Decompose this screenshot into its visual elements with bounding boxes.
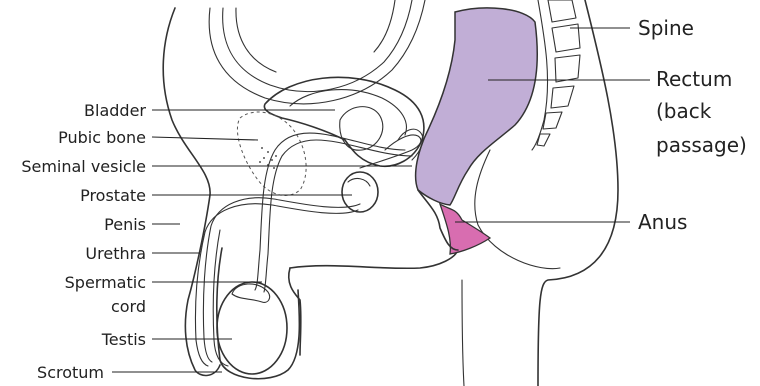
label-rectum-line2: (back (656, 99, 712, 123)
label-testis: Testis (101, 330, 146, 349)
vertebra (555, 55, 580, 82)
spermatic-cord-2 (264, 140, 412, 292)
spine (532, 0, 580, 150)
pubic-bone (237, 112, 306, 195)
abdomen-outline (163, 8, 220, 375)
urethra-inner (203, 198, 360, 362)
perineum-outline (290, 250, 458, 268)
buttock-outline (475, 150, 560, 269)
label-pubic-bone: Pubic bone (58, 128, 146, 147)
label-prostate: Prostate (80, 186, 146, 205)
label-scrotum: Scrotum (37, 363, 104, 382)
label-spermatic-cord-line2: cord (111, 297, 146, 316)
label-rectum-line3: passage) (656, 133, 747, 157)
prostate (342, 172, 378, 212)
vertebra (543, 112, 562, 129)
anus (440, 204, 490, 254)
buttock-lower (462, 280, 464, 386)
label-spine: Spine (638, 16, 694, 40)
epididymis (232, 284, 270, 302)
abdominal-wall-curve-3 (236, 8, 276, 72)
label-penis: Penis (104, 215, 146, 234)
urethra-outer (195, 204, 358, 366)
label-urethra: Urethra (85, 244, 146, 263)
vertebra (551, 86, 574, 108)
prostate-inner (348, 179, 370, 186)
label-rectum-line1: Rectum (656, 67, 732, 91)
back-outline (538, 0, 618, 386)
rectum (416, 8, 538, 205)
vertebra (548, 0, 576, 22)
label-spermatic-cord-line1: Spermatic (65, 273, 146, 292)
abdominal-wall-curve-4 (374, 0, 395, 52)
label-bladder: Bladder (84, 101, 146, 120)
leader-pubic-bone (152, 137, 258, 140)
bladder (264, 77, 424, 166)
testis (217, 282, 287, 374)
label-seminal-vesicle: Seminal vesicle (21, 157, 146, 176)
label-anus: Anus (638, 210, 687, 234)
